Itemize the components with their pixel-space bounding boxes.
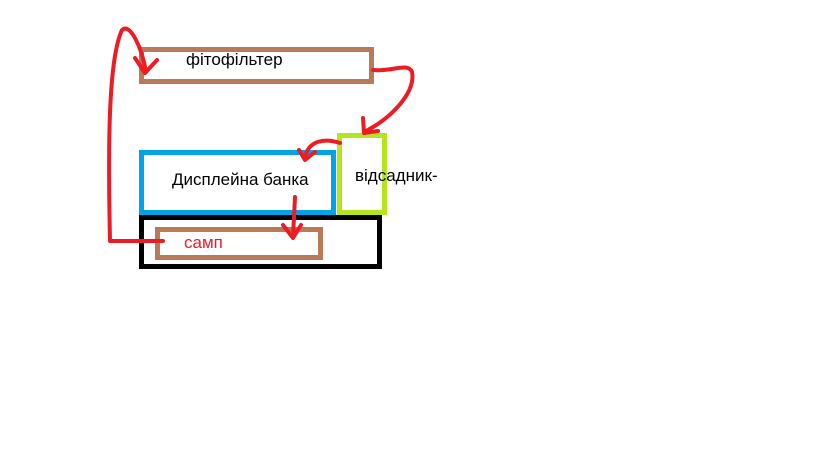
sump-box <box>155 227 323 260</box>
display-tank-label: Дисплейна банка <box>172 170 309 189</box>
arrowhead-settler <box>361 116 380 135</box>
sump-label: самп <box>184 233 223 252</box>
settler-label-suffix: - <box>431 166 438 185</box>
settler-label: відсадник- <box>355 166 438 186</box>
phytofilter-label: фітофільтер <box>186 50 283 69</box>
settler-label-text: відсадник <box>355 166 432 185</box>
settler-box <box>337 133 387 215</box>
